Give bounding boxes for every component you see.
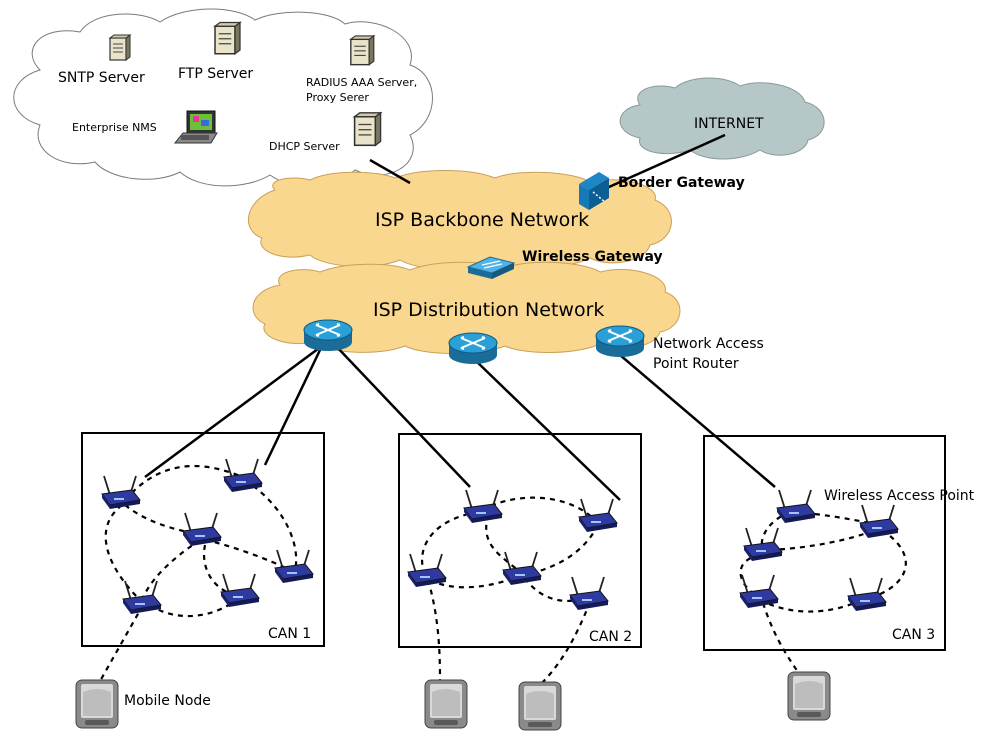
wap-icon bbox=[220, 573, 260, 608]
link-router1-wap3 bbox=[334, 344, 471, 488]
backbone-label: ISP Backbone Network bbox=[375, 209, 589, 231]
can3-label: CAN 3 bbox=[892, 627, 935, 643]
link-router2-wap4 bbox=[474, 359, 621, 501]
router-label-2: Point Router bbox=[653, 356, 739, 372]
wap-label: Wireless Access Point bbox=[824, 488, 975, 504]
wireless-gateway-label: Wireless Gateway bbox=[522, 249, 663, 265]
link-router1-wap2 bbox=[263, 349, 322, 466]
wap-icon bbox=[739, 574, 779, 609]
can2-box bbox=[398, 433, 642, 648]
mobile-node-icon bbox=[518, 681, 562, 731]
sntp-server-label: SNTP Server bbox=[58, 70, 145, 86]
can2-label: CAN 2 bbox=[589, 629, 632, 645]
can1-label: CAN 1 bbox=[268, 626, 311, 642]
mobile-node-icon bbox=[75, 679, 119, 729]
mobile-node-label: Mobile Node bbox=[124, 693, 211, 709]
wap-icon bbox=[743, 527, 783, 562]
wap-icon bbox=[502, 551, 542, 586]
dhcp-server-icon bbox=[353, 112, 382, 147]
ftp-server-icon bbox=[214, 21, 241, 55]
radius-server-label-2: Proxy Serer bbox=[306, 91, 369, 104]
wap-icon bbox=[847, 577, 887, 612]
border-gateway-icon bbox=[579, 172, 609, 210]
wap-icon bbox=[578, 498, 618, 533]
mobile-node-icon bbox=[787, 671, 831, 721]
link-servers-backbone bbox=[369, 158, 411, 185]
router-label-1: Network Access bbox=[653, 336, 764, 352]
link-router3-wap5 bbox=[619, 354, 776, 488]
backbone-cloud bbox=[247, 170, 672, 270]
dhcp-server-label: DHCP Server bbox=[269, 140, 340, 153]
wireless-gateway-icon bbox=[466, 256, 516, 279]
mobile-node-icon bbox=[424, 679, 468, 729]
enterprise-nms-label: Enterprise NMS bbox=[72, 121, 157, 134]
distribution-label: ISP Distribution Network bbox=[373, 299, 604, 321]
radius-server-icon bbox=[350, 35, 375, 66]
can3-box bbox=[703, 435, 946, 651]
wap-icon bbox=[101, 475, 141, 510]
border-gateway-label: Border Gateway bbox=[618, 175, 745, 191]
router-3-icon bbox=[595, 325, 645, 358]
wap-icon bbox=[407, 553, 447, 588]
link-router1-wap1 bbox=[144, 338, 331, 479]
sntp-server-icon bbox=[109, 34, 131, 61]
radius-server-label-1: RADIUS AAA Server, bbox=[306, 76, 417, 89]
router-2-icon bbox=[448, 332, 498, 365]
wap-icon bbox=[463, 489, 503, 524]
enterprise-nms-laptop-icon bbox=[173, 110, 218, 144]
internet-label: INTERNET bbox=[694, 116, 764, 132]
router-1-icon bbox=[303, 319, 353, 352]
ftp-server-label: FTP Server bbox=[178, 66, 253, 82]
wap-icon bbox=[776, 489, 816, 524]
wap-icon bbox=[182, 512, 222, 547]
wap-icon bbox=[569, 576, 609, 611]
internet-cloud bbox=[619, 77, 825, 160]
wap-icon bbox=[223, 458, 263, 493]
can1-box bbox=[81, 432, 325, 647]
